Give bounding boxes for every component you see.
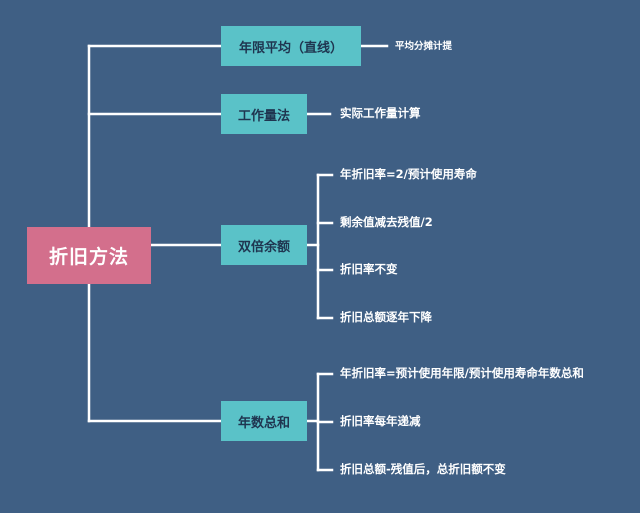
leaf-text: 折旧总额-残值后，总折旧额不变	[340, 462, 506, 476]
leaf-text: 年折旧率=预计使用年限/预计使用寿命年数总和	[340, 366, 584, 380]
leaf-text: 折旧总额逐年下降	[340, 310, 432, 324]
branch-label: 双倍余额	[237, 239, 290, 255]
branch-node-straight-line: 年限平均（直线）	[221, 26, 361, 66]
branch-node-double-declining: 双倍余额	[221, 225, 307, 265]
leaf-text: 平均分摊计提	[395, 41, 453, 52]
branch-label: 年数总和	[237, 415, 290, 431]
leaf-text: 折旧率每年递减	[340, 414, 421, 428]
root-label: 折旧方法	[48, 246, 129, 268]
branch-label: 年限平均（直线）	[238, 40, 343, 56]
leaf-text: 剩余值减去残值/2	[340, 215, 433, 229]
branch-node-sum-of-years: 年数总和	[221, 401, 307, 441]
branch-node-workload: 工作量法	[221, 94, 307, 134]
leaf-text: 折旧率不变	[340, 262, 398, 276]
leaf-text: 实际工作量计算	[340, 106, 421, 120]
branch-label: 工作量法	[237, 108, 290, 124]
leaf-text: 年折旧率=2/预计使用寿命	[340, 167, 477, 181]
root-node: 折旧方法	[27, 227, 151, 284]
